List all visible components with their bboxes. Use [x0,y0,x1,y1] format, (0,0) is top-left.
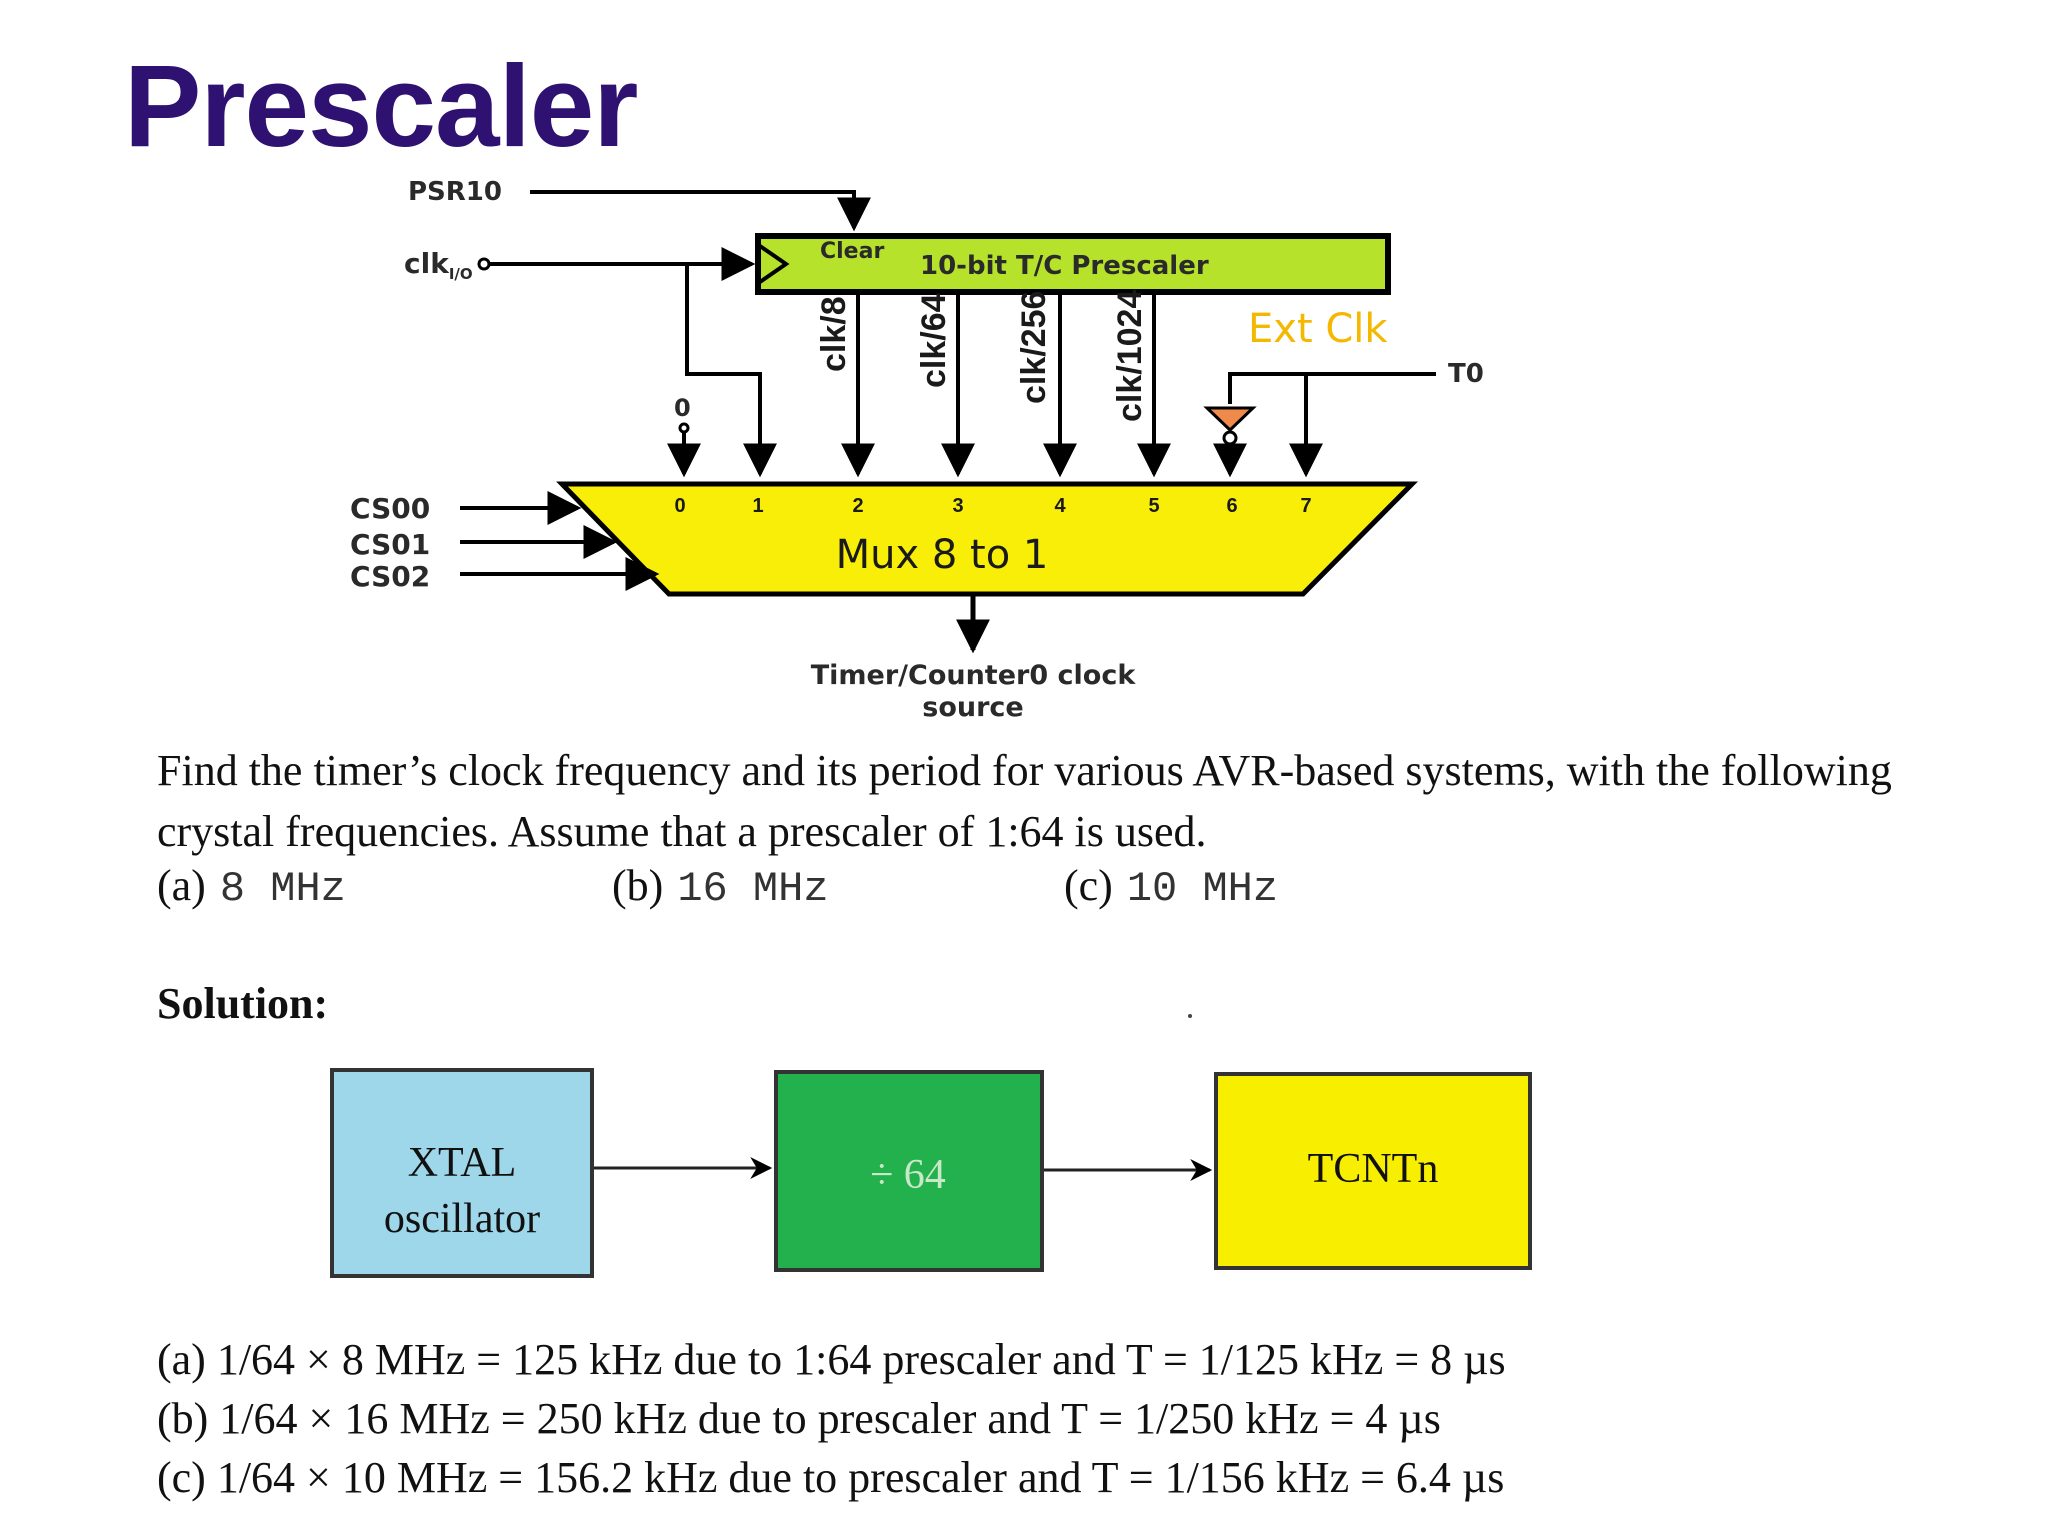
option-b-label: (b) [612,861,664,910]
prescaler-clear-label: Clear [820,239,884,264]
option-a: (a) 8 MHz [157,860,346,913]
problem-text: Find the timer’s clock frequency and its… [157,746,1892,856]
option-b: (b) 16 MHz [612,860,829,913]
zero-input-node [678,422,690,434]
clk-subscript: I/O [449,265,473,283]
clk-io-node [477,257,491,271]
option-c-value: 10 MHz [1126,865,1279,913]
prescaler-block [755,233,1391,295]
solution-heading: Solution: [157,979,329,1028]
zero-input-label: 0 [674,394,691,422]
mux-input-6: 6 [1226,495,1237,517]
option-c-label: (c) [1064,861,1113,910]
counter-block [1214,1072,1532,1270]
tap-label-clk64: clk/64 [915,293,953,388]
divider-block [774,1070,1044,1272]
xtal-line2: oscillator [384,1196,540,1242]
edge-marker-icon [1203,406,1257,433]
tap-label-clk8: clk/8 [815,296,853,372]
counter-label: TCNTn [1308,1146,1439,1192]
answer-b: (b) 1/64 × 16 MHz = 250 kHz due to presc… [157,1394,1441,1443]
output-label-line1: Timer/Counter0 clock [811,660,1137,691]
tap-label-clk1024: clk/1024 [1111,290,1149,422]
answer-c: (c) 1/64 × 10 MHz = 156.2 kHz due to pre… [157,1453,1505,1502]
option-c: (c) 10 MHz [1064,860,1278,913]
xtal-oscillator-block [330,1068,594,1278]
select-line-cs01-label: CS01 [350,528,430,561]
mux-input-2: 2 [852,495,863,517]
xtal-line1: XTAL [408,1140,517,1186]
mux-input-7: 7 [1300,495,1311,517]
mux-input-1: 1 [752,495,763,517]
t0-line [1228,372,1436,404]
output-label-line2: source [922,692,1023,723]
inverter-bubble [1222,430,1238,446]
answer-a: (a) 1/64 × 8 MHz = 125 kHz due to 1:64 p… [157,1335,1506,1384]
mux-input-0: 0 [674,495,685,517]
select-line-cs00-label: CS00 [350,492,430,525]
option-b-value: 16 MHz [677,865,829,913]
prescaler-title: 10-bit T/C Prescaler [920,251,1209,281]
mux-label: Mux 8 to 1 [836,532,1049,578]
psr10-line [530,190,871,232]
t0-label: T0 [1448,359,1484,389]
mux-input-5: 5 [1148,495,1159,517]
option-a-value: 8 MHz [219,865,346,913]
psr10-label: PSR10 [408,177,502,207]
answers-list: (a) 1/64 × 8 MHz = 125 kHz due to 1:64 p… [157,1330,1506,1507]
option-a-label: (a) [157,861,206,910]
select-line-cs02-label: CS02 [350,560,430,593]
stray-dot [1188,1014,1192,1018]
clk-io-label: clkI/O [404,247,473,283]
page-title: Prescaler [124,41,638,171]
ext-clk-label: Ext Clk [1248,306,1388,352]
divider-label: ÷ 64 [870,1152,946,1198]
mux-input-4: 4 [1054,495,1066,517]
clk-branch-line [685,264,777,478]
clock-edge-triangle [758,244,790,284]
mux-input-3: 3 [952,495,963,517]
clk-label: clk [404,247,450,280]
tap-label-clk256: clk/256 [1015,291,1053,404]
